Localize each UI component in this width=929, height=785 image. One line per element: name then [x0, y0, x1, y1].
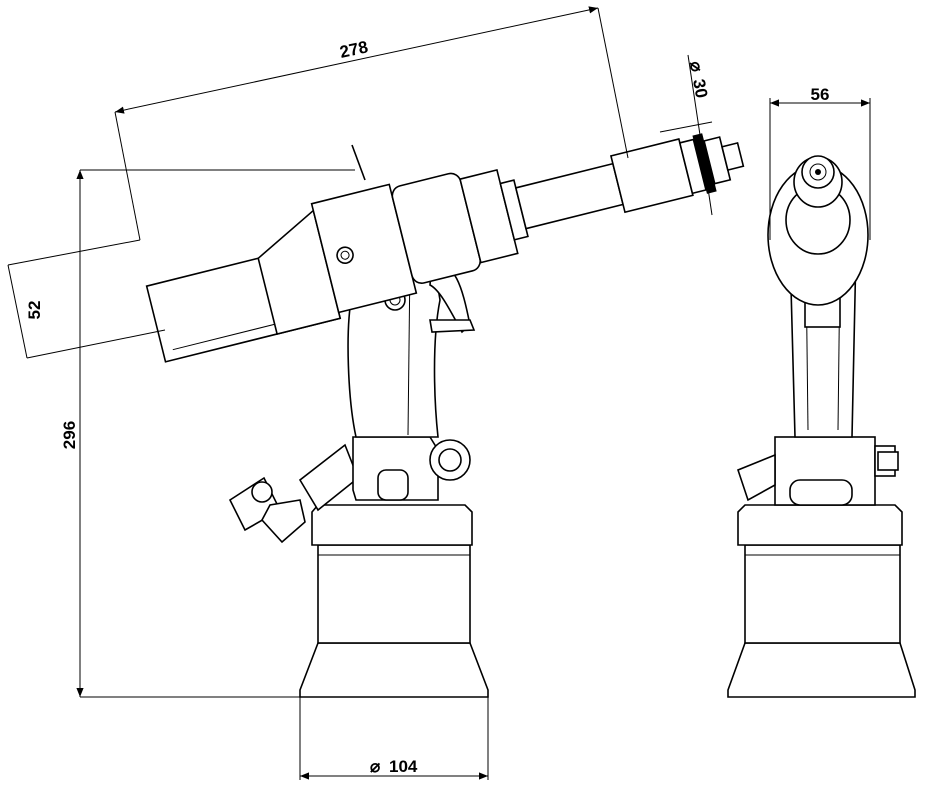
base-diameter-label: 104 [389, 757, 418, 776]
dimension-lines [7, 6, 871, 780]
side-valve-block [352, 436, 471, 501]
front-head [767, 155, 869, 306]
side-air-fitting [228, 443, 359, 544]
nose-diameter-dimension: ⌀ 30 [686, 60, 711, 100]
side-base [299, 504, 489, 698]
diameter-symbol-icon: ⌀ [370, 757, 381, 776]
front-width-dimension-label: 56 [811, 85, 830, 104]
front-view [727, 155, 916, 698]
side-head-assembly [145, 133, 745, 363]
front-valve-block [737, 436, 899, 506]
head-height-dimension-label: 52 [25, 301, 44, 320]
side-view [145, 133, 745, 698]
side-hanger-hook [351, 144, 366, 181]
nose-diameter-label: 30 [689, 78, 711, 100]
front-base [727, 504, 916, 698]
diameter-symbol-icon: ⌀ [686, 60, 707, 74]
overall-height-dimension-label: 296 [60, 421, 79, 449]
